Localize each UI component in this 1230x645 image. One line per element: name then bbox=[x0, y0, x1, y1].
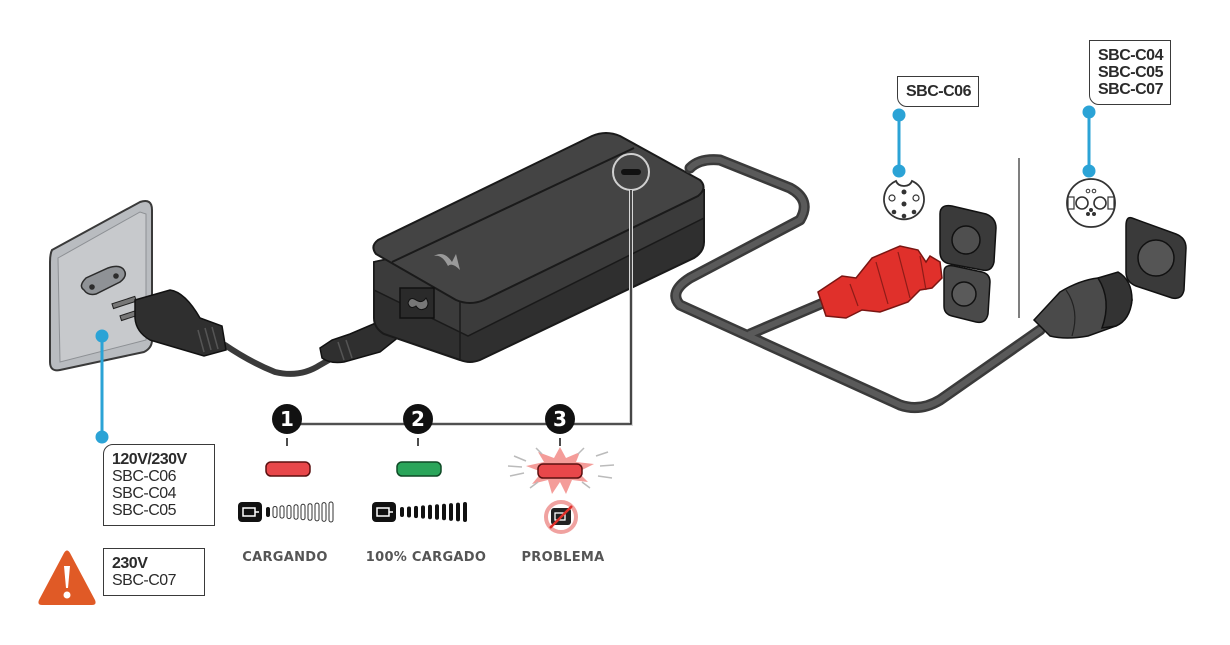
outlet-socket bbox=[80, 265, 127, 296]
callout-lines bbox=[95, 105, 1096, 444]
state-label-problem: PROBLEMA bbox=[521, 550, 605, 565]
led-state-3-flashing bbox=[507, 447, 615, 494]
grey-connector-model-label: SBC-C04 SBC-C05 SBC-C07 bbox=[1089, 40, 1171, 105]
warning-voltage-label: 230V SBC-C07 bbox=[103, 548, 205, 596]
label-line: SBC-C04 bbox=[1098, 47, 1163, 64]
battery-segment bbox=[442, 503, 446, 521]
state-number-3: 3 bbox=[545, 404, 575, 434]
led-state-2 bbox=[396, 461, 442, 477]
wall-outlet bbox=[49, 200, 153, 372]
label-line: 230V bbox=[112, 555, 148, 572]
battery-error-icon bbox=[544, 500, 578, 534]
led-state-1 bbox=[265, 461, 311, 477]
battery-icon bbox=[372, 502, 396, 522]
battery-icon bbox=[238, 502, 262, 522]
battery-segment bbox=[307, 503, 313, 521]
battery-gauge-full bbox=[372, 502, 467, 522]
connector-pinout-sbc-c04-c05-c07 bbox=[1066, 178, 1116, 228]
label-line: SBC-C06 bbox=[906, 83, 971, 100]
battery-segment bbox=[400, 507, 404, 517]
label-line: 120V/230V bbox=[112, 451, 187, 468]
battery-segment bbox=[428, 504, 432, 520]
state-number-2: 2 bbox=[403, 404, 433, 434]
battery-segment bbox=[463, 502, 467, 522]
lightning-logo-icon bbox=[434, 254, 460, 270]
label-line: SBC-C07 bbox=[112, 572, 177, 589]
label-line: SBC-C07 bbox=[1098, 81, 1163, 98]
battery-segment bbox=[328, 501, 334, 523]
battery-segment bbox=[456, 502, 460, 522]
warning-triangle-icon bbox=[38, 550, 96, 605]
battery-segment bbox=[279, 505, 285, 519]
red-connector-model-label: SBC-C06 bbox=[897, 76, 979, 107]
battery-segment bbox=[321, 502, 327, 522]
state-label-charged: 100% CARGADO bbox=[365, 550, 487, 565]
battery-segment bbox=[286, 504, 292, 520]
battery-segment bbox=[314, 502, 320, 522]
flash-rays bbox=[507, 447, 615, 489]
battery-segment bbox=[272, 505, 278, 519]
label-line: SBC-C05 bbox=[112, 502, 177, 519]
label-line: SBC-C04 bbox=[112, 485, 177, 502]
state-label-charging: CARGANDO bbox=[242, 550, 328, 565]
battery-segment bbox=[421, 505, 425, 519]
battery-segment bbox=[435, 504, 439, 520]
red-connector-socket bbox=[939, 204, 997, 324]
red-connector-plug bbox=[817, 245, 943, 319]
battery-segment bbox=[407, 506, 411, 518]
battery-segment bbox=[266, 507, 270, 517]
grey-connector-socket bbox=[1125, 216, 1187, 300]
battery-segment bbox=[449, 503, 453, 521]
grey-connector-plug bbox=[1032, 271, 1133, 339]
battery-segment bbox=[414, 505, 418, 519]
label-line: SBC-C05 bbox=[1098, 64, 1163, 81]
battery-segment bbox=[300, 503, 306, 521]
battery-segment bbox=[293, 504, 299, 520]
wall-plug bbox=[111, 289, 227, 357]
label-line: SBC-C06 bbox=[112, 468, 177, 485]
state-number-1: 1 bbox=[272, 404, 302, 434]
battery-gauge-charging bbox=[238, 501, 334, 523]
outlet-voltage-label: 120V/230V SBC-C06 SBC-C04 SBC-C05 bbox=[103, 444, 215, 526]
power-cable bbox=[222, 342, 358, 377]
charger-brick bbox=[372, 132, 705, 363]
connector-pinout-sbc-c06 bbox=[883, 179, 925, 221]
